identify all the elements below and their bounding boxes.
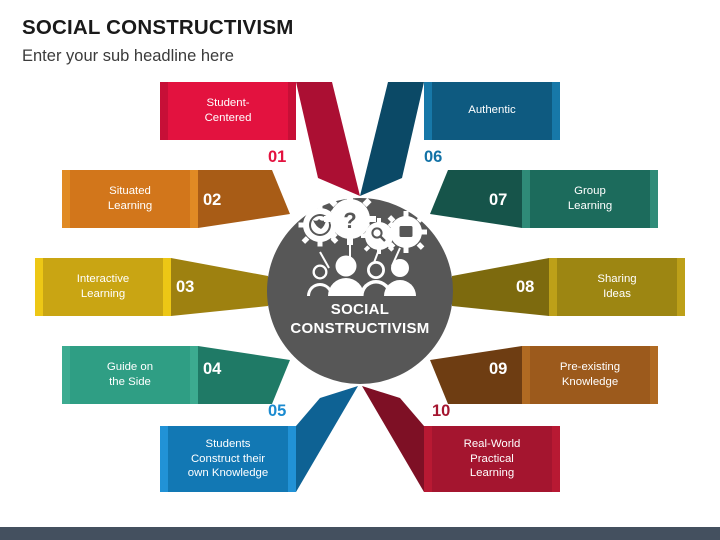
people-group-icon [307,255,416,296]
petal-02-wedge [198,170,290,228]
petal-06[interactable] [360,82,560,196]
petal-01-box [160,82,296,140]
petal-01-wedge [296,82,360,196]
petal-06-label: Authentic [468,104,516,116]
petal-04[interactable] [62,346,290,404]
petal-06-box [424,82,560,140]
page-subtitle: Enter your sub headline here [22,47,234,65]
petal-09-number: 09 [489,360,508,378]
petal-07-edge-right [650,170,658,228]
petal-07-wedge [430,170,522,228]
center-title: SOCIAL CONSTRUCTIVISM [267,300,453,338]
petal-08-box [549,258,685,316]
petal-04-edge-left [62,346,70,404]
petal-01-number: 01 [268,148,287,166]
petal-01-edge-right [288,82,296,140]
petal-10-edge-right [552,426,560,492]
petal-04-number: 04 [203,360,222,378]
petal-06-number: 06 [424,148,443,166]
petal-02-number: 02 [203,191,222,209]
screen-gear-icon [385,211,427,253]
petal-01-edge-left [160,82,168,140]
petal-09-edge-left [522,346,530,404]
petal-06-wedge [360,82,424,196]
petal-05-number: 05 [268,402,287,420]
petal-09-wedge [430,346,522,404]
petal-08-number: 08 [516,278,535,296]
petal-06-edge-left [424,82,432,140]
petal-05-wedge [296,386,358,492]
petal-01-label: Student-Centered [204,97,252,124]
petal-06-edge-right [552,82,560,140]
center-title-line1: SOCIAL [330,301,390,318]
petal-08-wedge [452,258,549,316]
page-title: SOCIAL CONSTRUCTIVISM [22,16,294,39]
petal-01[interactable] [160,82,360,196]
petal-04-edge-right [190,346,198,404]
center-title-line2: CONSTRUCTIVISM [290,320,430,337]
center-icon-group: ? [298,193,427,296]
petal-05-box [160,426,296,492]
petal-09-edge-right [650,346,658,404]
petal-04-box [62,346,198,404]
petal-08-edge-right [677,258,685,316]
petal-09-box [522,346,658,404]
svg-text:?: ? [343,208,356,233]
footer-bar [0,527,720,540]
petal-03-edge-left [35,258,43,316]
petal-02-box [62,170,198,228]
petal-03[interactable] [35,258,268,316]
petal-05[interactable] [160,386,358,492]
petal-07-box [522,170,658,228]
petal-09[interactable] [430,346,658,404]
petal-05-edge-right [288,426,296,492]
petal-10-edge-left [424,426,432,492]
petal-08[interactable] [452,258,685,316]
petal-07-edge-left [522,170,530,228]
petal-03-box [35,258,171,316]
petal-07-number: 07 [489,191,508,209]
petal-07[interactable] [430,170,658,228]
petal-02[interactable] [62,170,290,228]
petal-08-edge-left [549,258,557,316]
petal-03-wedge [171,258,268,316]
petal-10-box [424,426,560,492]
petal-04-wedge [198,346,290,404]
petal-03-number: 03 [176,278,195,296]
petal-10-number: 10 [432,402,451,420]
petal-02-edge-left [62,170,70,228]
petal-10[interactable] [362,386,560,492]
magnifier-gear-icon [361,218,397,254]
petal-05-edge-left [160,426,168,492]
petal-10-wedge [362,386,424,492]
petal-03-edge-right [163,258,171,316]
petal-02-edge-right [190,170,198,228]
